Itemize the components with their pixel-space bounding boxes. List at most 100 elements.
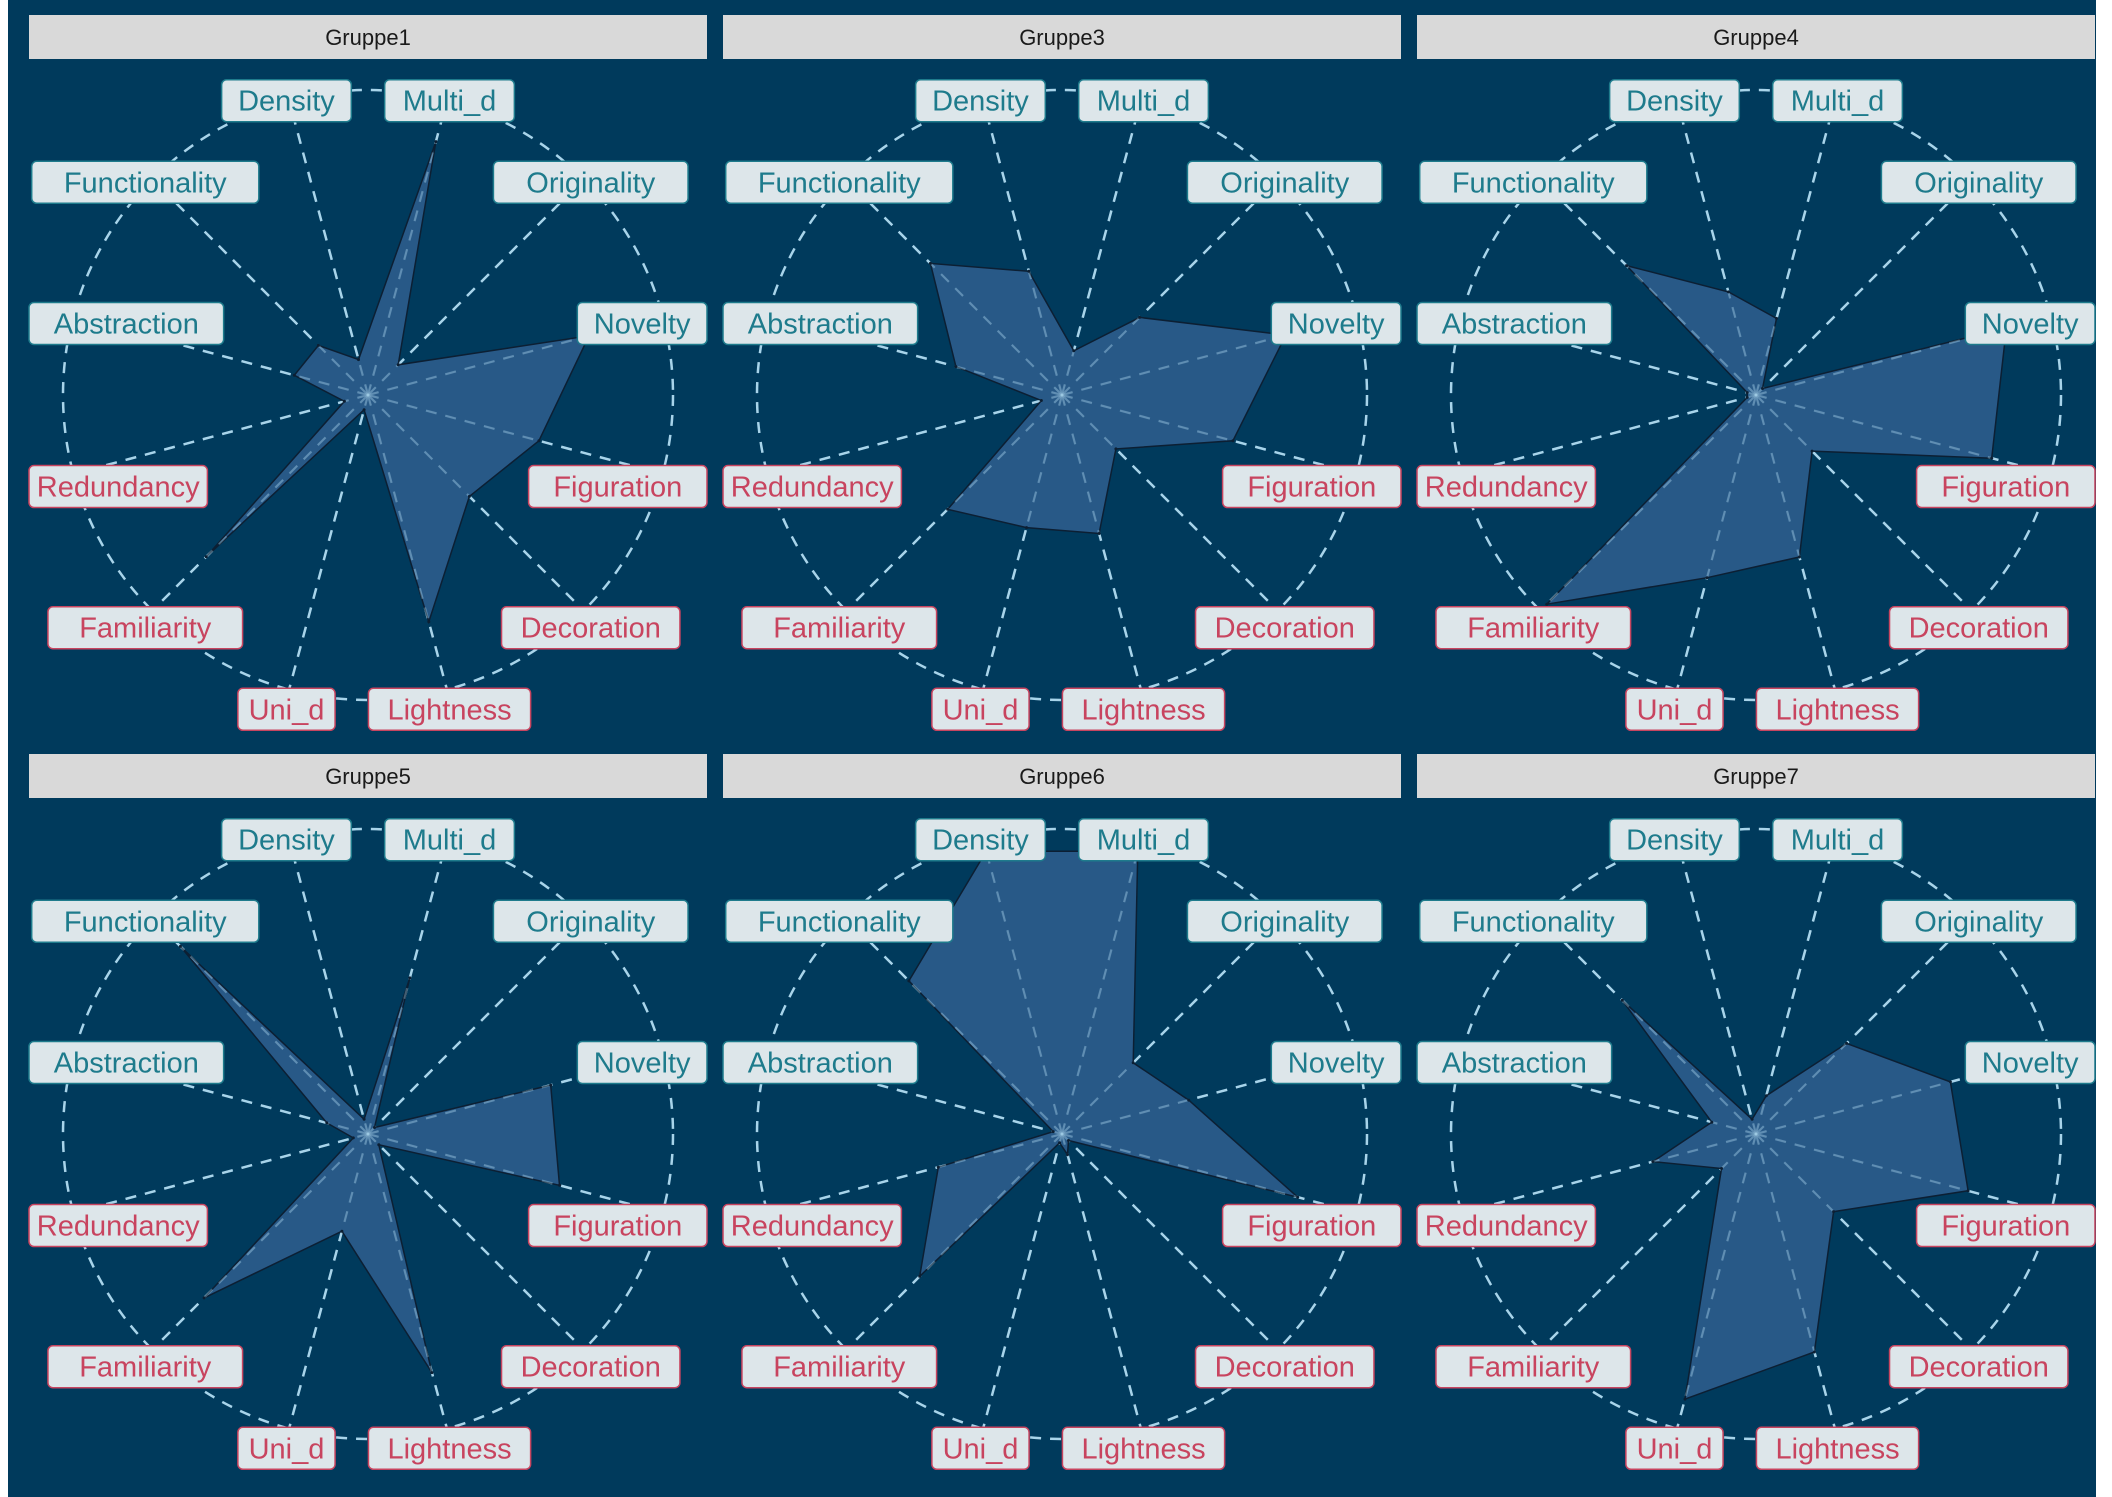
axis-label-box — [47, 1344, 244, 1389]
axis-label-functionality: Functionality — [724, 160, 954, 205]
axis-label-abstraction: Abstraction — [722, 301, 919, 346]
radar-point — [1705, 576, 1709, 580]
radar-point — [936, 1165, 940, 1169]
axis-label-box — [1888, 1344, 2069, 1389]
axis-label-box — [220, 817, 353, 862]
radar-point — [1114, 447, 1118, 451]
axis-label-text: Abstraction — [54, 308, 199, 340]
grid-spoke-overlay — [845, 1133, 1063, 1351]
facet-strip — [723, 15, 1401, 59]
grid-spoke — [981, 1133, 1064, 1429]
radar-point — [325, 1121, 329, 1125]
axis-label-box — [492, 160, 689, 205]
grid-spoke-overlay — [1461, 1133, 1757, 1214]
radar-point — [1231, 439, 1235, 443]
axis-label-box — [1416, 1040, 1613, 1085]
facet-strip — [29, 754, 707, 798]
axis-label-multi_d: Multi_d — [1771, 817, 1904, 862]
radar-point — [1651, 1160, 1655, 1164]
axis-label-uni_d: Uni_d — [931, 1426, 1030, 1471]
axis-label-box — [237, 1426, 336, 1471]
axis-label-box — [30, 899, 260, 944]
axis-label-multi_d: Multi_d — [1077, 817, 1210, 862]
axis-label-text: Multi_d — [403, 86, 497, 118]
axis-label-text: Abstraction — [748, 308, 893, 340]
axis-label-functionality: Functionality — [30, 899, 260, 944]
radar-point — [1027, 269, 1031, 273]
radar-point — [928, 261, 932, 265]
grid-spoke-overlay — [1755, 394, 2051, 475]
axis-label-box — [1915, 1203, 2096, 1248]
grid-spoke-overlay — [1755, 394, 1973, 612]
axis-label-multi_d: Multi_d — [383, 78, 516, 123]
radar-point — [1745, 395, 1749, 399]
axis-label-text: Density — [932, 825, 1029, 857]
radar-point — [1131, 1061, 1135, 1065]
axis-label-box — [1880, 160, 2077, 205]
grid-spoke-overlay — [151, 178, 369, 396]
axis-label-text: Uni_d — [943, 1433, 1019, 1465]
axis-label-box — [1418, 160, 1648, 205]
axis-label-text: Redundancy — [731, 1211, 894, 1243]
grid-spoke-overlay — [767, 1054, 1063, 1135]
grid-spoke — [1754, 839, 1837, 1135]
axis-label-functionality: Functionality — [30, 160, 260, 205]
axis-label-box — [47, 605, 244, 650]
grid-spoke-overlay — [982, 1133, 1063, 1429]
axis-label-text: Originality — [1220, 906, 1349, 938]
axis-label-lightness: Lightness — [1061, 1426, 1226, 1471]
axis-label-box — [722, 464, 903, 509]
axis-label-box — [220, 78, 353, 123]
grid-spoke-overlay — [1061, 100, 1142, 396]
radar-point — [340, 1229, 344, 1233]
axis-label-redundancy: Redundancy — [1416, 464, 1597, 509]
radar-point — [1051, 1130, 1055, 1134]
facet-title: Gruppe3 — [1019, 25, 1105, 50]
axis-label-uni_d: Uni_d — [237, 1426, 336, 1471]
axis-label-text: Novelty — [1288, 308, 1385, 340]
grid-circle — [61, 827, 675, 1441]
grid-spoke-overlay — [1539, 178, 1757, 396]
axis-label-box — [1888, 605, 2069, 650]
axis-label-lightness: Lightness — [1061, 687, 1226, 732]
grid-spoke-overlay — [1061, 315, 1357, 396]
grid-circle — [755, 88, 1369, 702]
grid-spoke-overlay — [288, 394, 369, 690]
radar-point — [1750, 1117, 1754, 1121]
axis-label-box — [931, 687, 1030, 732]
axis-label-text: Redundancy — [37, 1211, 200, 1243]
grid-spoke-overlay — [845, 178, 1063, 396]
axis-label-text: Originality — [1914, 167, 2043, 199]
grid-spoke-overlay — [1755, 1054, 2051, 1135]
axis-label-box — [1435, 605, 1632, 650]
radar-point — [1025, 526, 1028, 530]
axis-label-box — [576, 1040, 708, 1085]
axis-label-text: Lightness — [387, 694, 511, 726]
axis-label-novelty: Novelty — [1964, 301, 2096, 346]
axis-label-box — [931, 1426, 1030, 1471]
axis-label-box — [1755, 687, 1920, 732]
axis-label-box — [1221, 464, 1402, 509]
axis-label-decoration: Decoration — [1888, 1344, 2069, 1389]
axis-label-box — [1061, 687, 1226, 732]
radar-point — [427, 620, 431, 624]
axis-label-originality: Originality — [1880, 160, 2077, 205]
axis-label-text: Familiarity — [79, 613, 212, 645]
radar-point — [1072, 349, 1076, 353]
axis-label-box — [527, 464, 708, 509]
axis-label-redundancy: Redundancy — [722, 464, 903, 509]
grid-spoke-overlay — [1539, 394, 1757, 612]
axis-label-text: Figuration — [553, 1211, 682, 1243]
axis-label-text: Familiarity — [773, 613, 906, 645]
axis-label-text: Uni_d — [1637, 1433, 1713, 1465]
grid-spoke-overlay — [1755, 917, 1973, 1135]
axis-label-figuration: Figuration — [1221, 464, 1402, 509]
axis-label-box — [30, 160, 260, 205]
axis-label-density: Density — [1608, 817, 1741, 862]
axis-label-box — [1186, 160, 1383, 205]
axis-label-text: Novelty — [1982, 1047, 2079, 1079]
grid-spoke-overlay — [1061, 1133, 1279, 1351]
grid-spoke-overlay — [367, 394, 448, 690]
grid-spoke-overlay — [367, 839, 448, 1135]
radar-point — [434, 140, 438, 144]
